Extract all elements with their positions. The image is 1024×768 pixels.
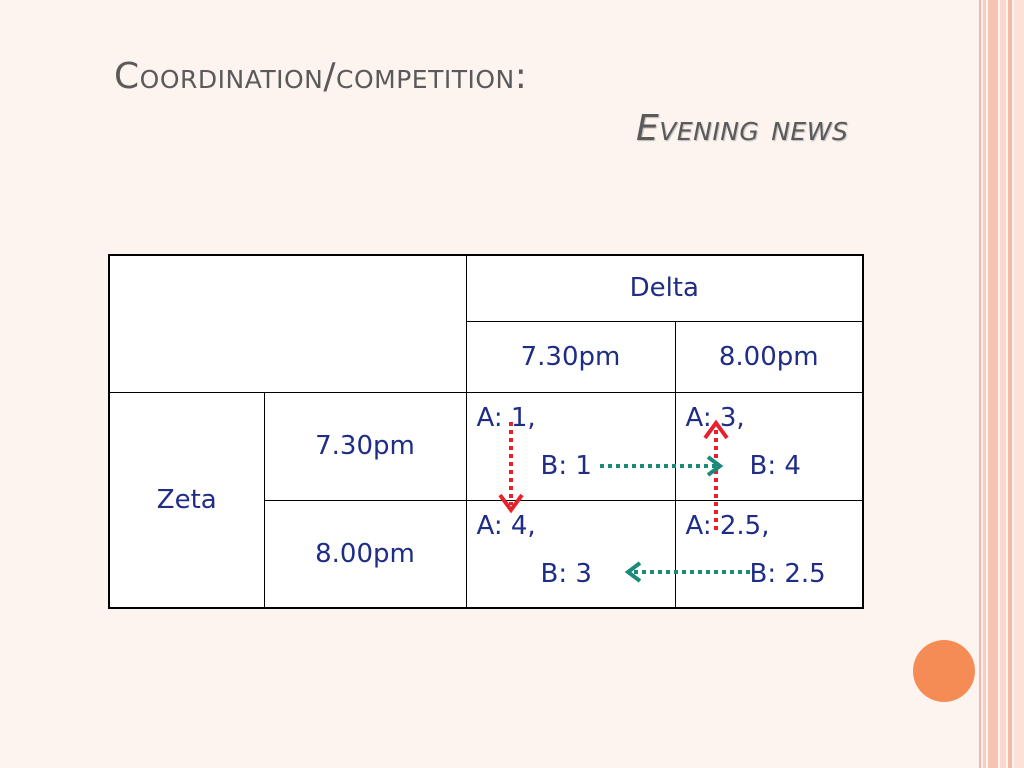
decor-stripe <box>988 0 998 768</box>
payoff-cell: A: 2.5, B: 2.5 <box>674 499 864 609</box>
slide-title: Coordination/competition: <box>114 56 528 97</box>
payoff-b: B: 1 <box>540 450 592 481</box>
payoff-matrix: Delta 7.30pm 8.00pm Zeta 7.30pm A: 1, B:… <box>108 254 864 609</box>
column-header-800: 8.00pm <box>674 320 864 393</box>
decor-stripe <box>1014 0 1024 768</box>
payoff-a: A: 4, <box>476 510 536 541</box>
payoff-table: Delta 7.30pm 8.00pm Zeta 7.30pm A: 1, B:… <box>108 254 864 609</box>
payoff-cell: A: 4, B: 3 <box>465 499 676 609</box>
slide-subtitle: Evening news <box>636 108 849 149</box>
row-header-730: 7.30pm <box>263 391 467 501</box>
payoff-cell: A: 3, B: 4 <box>674 391 864 501</box>
payoff-a: A: 2.5, <box>685 510 770 541</box>
decor-circle <box>913 640 975 702</box>
row-header-800: 8.00pm <box>263 499 467 609</box>
payoff-cell: A: 1, B: 1 <box>465 391 676 501</box>
payoff-b: B: 2.5 <box>749 558 826 589</box>
decor-stripe <box>979 0 981 768</box>
corner-cell <box>108 254 467 393</box>
row-player-label: Zeta <box>108 391 265 609</box>
payoff-b: B: 3 <box>540 558 592 589</box>
decor-stripe <box>1008 0 1012 768</box>
payoff-a: A: 1, <box>476 402 536 433</box>
payoff-b: B: 4 <box>749 450 801 481</box>
decor-stripe <box>1000 0 1006 768</box>
payoff-a: A: 3, <box>685 402 745 433</box>
column-player-label: Delta <box>465 254 864 322</box>
decor-stripe <box>983 0 986 768</box>
column-header-730: 7.30pm <box>465 320 676 393</box>
